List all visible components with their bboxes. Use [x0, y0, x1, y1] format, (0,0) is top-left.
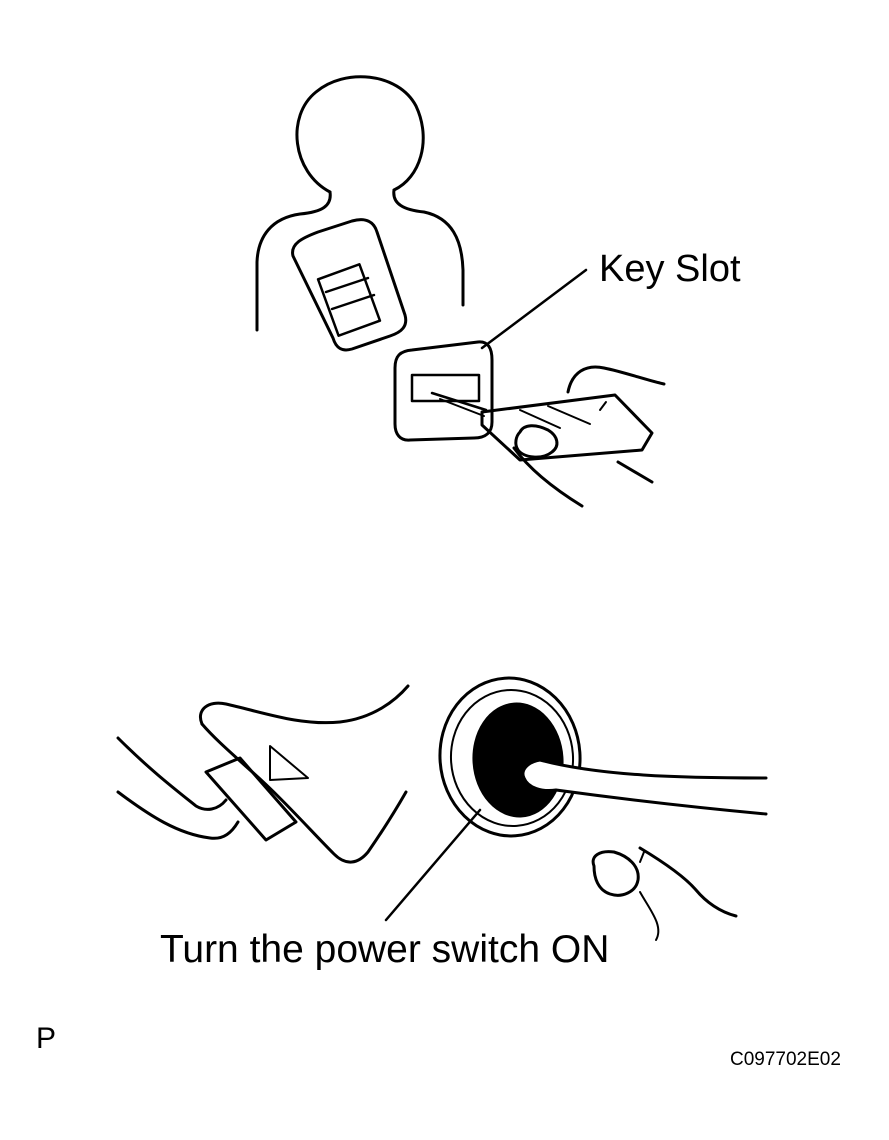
key-slot-label: Key Slot	[599, 248, 741, 290]
shift-lever	[116, 684, 410, 864]
key-slot	[393, 268, 588, 442]
person-left-shoulder	[255, 190, 332, 332]
person-head	[295, 75, 425, 194]
corner-letter: P	[36, 1022, 57, 1055]
figure-code: C097702E02	[730, 1049, 841, 1070]
key-slot-leader	[480, 268, 588, 350]
power-switch	[384, 676, 582, 922]
person-figure	[255, 75, 465, 332]
power-switch-leader	[384, 808, 482, 922]
key-in-hand	[430, 365, 666, 508]
person-right-shoulder	[392, 188, 465, 307]
pressing-hand	[521, 758, 768, 941]
smart-key-fob	[291, 218, 408, 352]
power-switch-caption: Turn the power switch ON	[160, 928, 610, 971]
